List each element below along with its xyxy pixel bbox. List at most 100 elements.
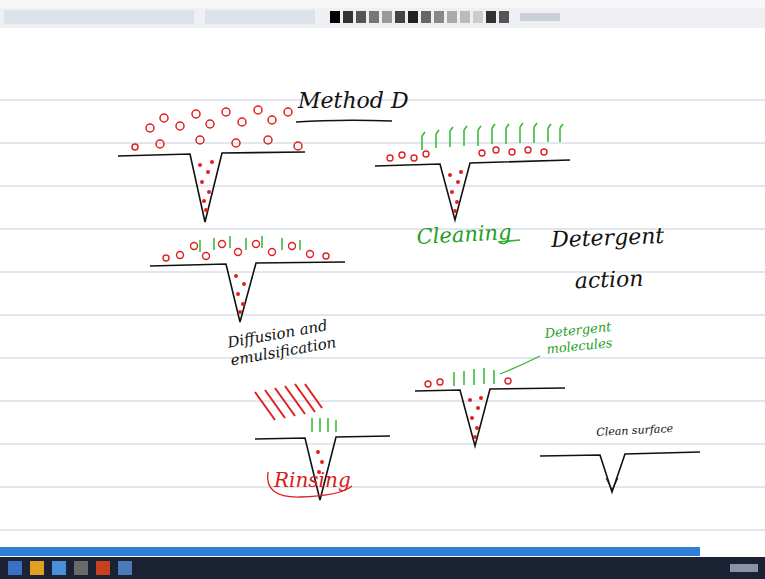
- crack-sketch-molecules-part-part: [475, 426, 479, 430]
- crack-sketch-rinsing-part-part: [319, 418, 321, 432]
- crack-sketch-penetrant-part: [198, 160, 214, 212]
- crack-sketch-emulsification-part-part: [269, 249, 276, 256]
- app-toolbar-part: [434, 11, 444, 23]
- app-toolbar-part: [4, 10, 194, 24]
- crack-sketch-penetrant-part-part: [268, 116, 276, 124]
- crack-sketch-rinsing-part-part: [275, 388, 295, 416]
- crack-sketch-emulsification-part-part: [199, 240, 201, 252]
- taskbar-part: [0, 547, 700, 556]
- crack-sketch-detergent: [375, 123, 570, 220]
- app-toolbar-part: [343, 11, 353, 23]
- ruled-lines: [0, 100, 765, 530]
- taskbar-part: [8, 561, 22, 575]
- crack-sketch-detergent-part-part: [509, 149, 515, 155]
- crack-sketch-rinsing-part: [312, 418, 336, 432]
- ruled-lines-part: [0, 401, 765, 402]
- app-toolbar-part: [0, 0, 765, 28]
- process-note: Diffusion and emulsification: [226, 304, 400, 369]
- crack-sketch-detergent-part-part: [534, 123, 537, 143]
- app-toolbar-part: [369, 11, 379, 23]
- crack-sketch-emulsification-part-part: [191, 243, 198, 250]
- ruled-lines-part: [0, 272, 765, 273]
- ruled-lines-part: [0, 186, 765, 187]
- app-toolbar-part: [395, 11, 405, 23]
- crack-sketch-emulsification-part-part: [261, 236, 263, 248]
- crack-sketch-penetrant-part: [118, 152, 305, 222]
- crack-sketch-emulsification-part-part: [219, 241, 226, 248]
- crack-sketch-emulsification-part-part: [229, 236, 231, 248]
- app-toolbar: [0, 0, 765, 28]
- crack-sketch-emulsification-part-part: [234, 274, 238, 278]
- crack-sketch-emulsification-part-part: [323, 253, 329, 259]
- result-label: Clean surface: [596, 422, 673, 439]
- crack-sketch-detergent-part-part: [541, 149, 547, 155]
- crack-sketch-molecules: [415, 356, 565, 446]
- crack-sketch-emulsification-part-part: [236, 292, 240, 296]
- crack-sketch-detergent-part: [387, 147, 547, 161]
- app-toolbar-part: [356, 11, 366, 23]
- crack-sketch-detergent-part-part: [548, 124, 551, 142]
- crack-sketch-detergent-part-part: [520, 123, 523, 143]
- crack-sketch-detergent-part-part: [493, 147, 499, 153]
- app-toolbar-part: [205, 10, 315, 24]
- crack-sketch-molecules-part-part: [505, 378, 511, 384]
- step-note: Detergent action: [522, 214, 695, 303]
- crack-sketch-molecules-part-part: [468, 398, 472, 402]
- crack-sketch-detergent-part-part: [448, 173, 452, 177]
- crack-sketch-penetrant-part-part: [206, 170, 210, 174]
- crack-sketch-emulsification-part-part: [203, 253, 210, 260]
- crack-sketch-detergent-part-part: [450, 190, 454, 194]
- crack-sketch-rinsing-part-part: [305, 384, 322, 408]
- taskbar-part: [118, 561, 132, 575]
- crack-sketch-emulsification-part-part: [242, 282, 246, 286]
- crack-sketch-penetrant-part-part: [196, 136, 204, 144]
- crack-sketch-rinsing-part-part: [335, 420, 337, 432]
- crack-sketch-emulsification-part-part: [299, 240, 301, 250]
- crack-sketch-detergent-part-part: [399, 152, 405, 158]
- app-toolbar-part: [0, 0, 765, 8]
- crack-sketch-detergent-part-part: [456, 180, 460, 184]
- crack-sketch-detergent-part-part: [560, 124, 563, 142]
- crack-sketch-penetrant-part-part: [207, 190, 211, 194]
- crack-sketch-penetrant-part-part: [232, 139, 240, 147]
- crack-sketch-penetrant-part-part: [222, 108, 230, 116]
- crack-sketch-detergent-part: [422, 123, 563, 150]
- crack-sketch-molecules-part: [415, 388, 565, 446]
- crack-sketch-penetrant-part-part: [176, 122, 184, 130]
- title-underline: [296, 120, 392, 122]
- crack-sketch-rinsing: [255, 384, 390, 500]
- crack-sketch-detergent-part-part: [411, 155, 417, 161]
- crack-sketch-penetrant-part-part: [200, 180, 204, 184]
- crack-sketch-rinsing-part-part: [265, 390, 285, 418]
- crack-sketch-penetrant-part-part: [192, 110, 200, 118]
- crack-sketch-penetrant-part-part: [254, 106, 262, 114]
- crack-sketch-detergent-part-part: [478, 126, 481, 146]
- taskbar-part: [74, 561, 88, 575]
- crack-sketch-rinsing-part-part: [316, 450, 320, 454]
- crack-sketch-penetrant-part-part: [210, 160, 214, 164]
- app-toolbar-part: [421, 11, 431, 23]
- app-toolbar-part: [330, 11, 340, 23]
- crack-sketch-penetrant-part-part: [160, 114, 168, 122]
- app-toolbar-part: [473, 11, 483, 23]
- app-toolbar-part: [520, 13, 560, 21]
- crack-sketch-molecules-part-part: [473, 369, 475, 385]
- crack-sketch-emulsification: [150, 236, 345, 322]
- crack-sketch-emulsification-part-part: [163, 255, 169, 261]
- crack-sketch-molecules-part-part: [470, 416, 474, 420]
- ruled-lines-part: [0, 444, 765, 445]
- crack-sketch-penetrant-part-part: [294, 142, 302, 150]
- app-toolbar-part: [460, 11, 470, 23]
- crack-sketch-molecules-part-part: [476, 406, 480, 410]
- crack-sketch-rinsing-part-part: [285, 386, 305, 414]
- crack-sketch-clean-part: [606, 478, 618, 490]
- taskbar-part: [52, 561, 66, 575]
- crack-sketch-molecules-part-part: [493, 370, 495, 384]
- taskbar-part: [30, 561, 44, 575]
- crack-sketch-detergent-part-part: [492, 124, 495, 144]
- taskbar-part: [730, 564, 758, 572]
- leader-line: [500, 356, 540, 374]
- crack-sketch-penetrant: [118, 106, 305, 222]
- crack-sketch-rinsing-part: [255, 436, 390, 500]
- crack-sketch-emulsification-part-part: [245, 238, 247, 250]
